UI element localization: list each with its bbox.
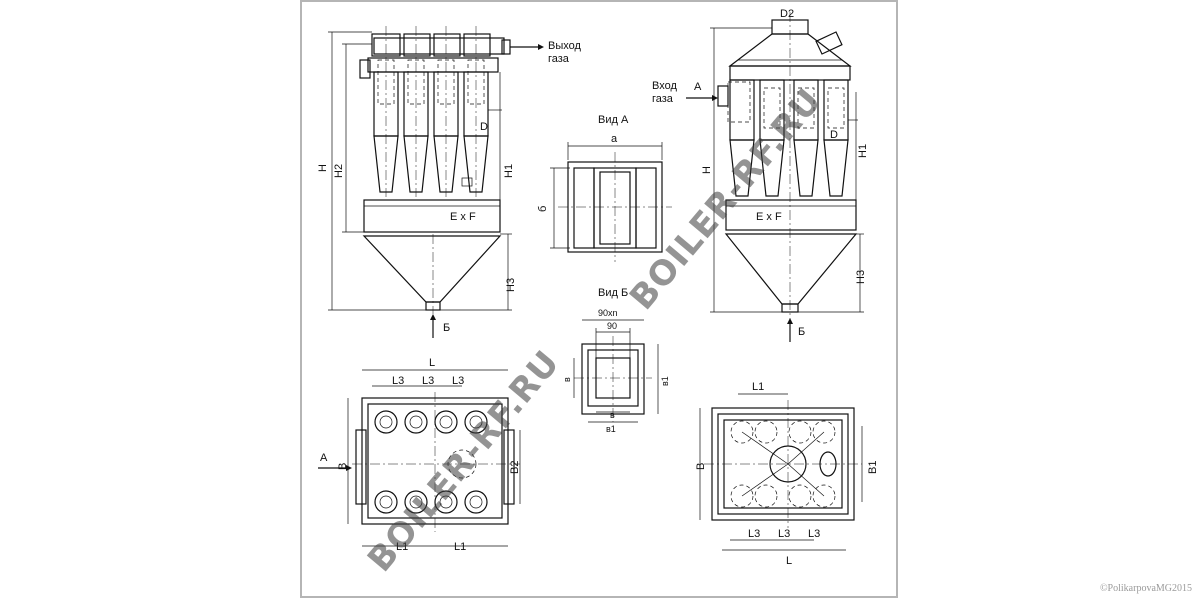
label-L3-left-2: L3 [422, 375, 434, 387]
label-B-right: B [695, 463, 707, 470]
label-gas-inlet-2: газа [652, 93, 674, 105]
cyclone-group-front-view [328, 26, 544, 338]
label-dim-v1-bottom: в1 [606, 424, 616, 434]
label-view-a: Вид А [598, 114, 629, 126]
label-gas-inlet-1: Вход [652, 80, 677, 92]
label-L3-right-3: L3 [808, 528, 820, 540]
label-L-right: L [786, 555, 792, 567]
label-arrow-b-left: Б [443, 322, 450, 334]
label-D-left: D [480, 121, 488, 133]
label-L3-right-2: L3 [778, 528, 790, 540]
label-D-right: D [830, 129, 838, 141]
view-a-drawing [550, 142, 672, 262]
label-H2-left: H2 [333, 164, 345, 178]
label-D2: D2 [780, 8, 794, 20]
label-H-left: H [317, 164, 329, 172]
label-L3-left-1: L3 [392, 375, 404, 387]
label-dim-v-left: в [562, 377, 572, 382]
cyclone-battery-side-view [686, 12, 864, 342]
label-ExF-left: E x F [450, 211, 476, 223]
label-arrow-a-left: А [320, 452, 328, 464]
label-H3-right: H3 [855, 270, 867, 284]
label-dim-90: 90 [607, 321, 617, 331]
label-L3-right-1: L3 [748, 528, 760, 540]
label-H3-left: H3 [505, 278, 517, 292]
cyclone-battery-plan-view [699, 393, 863, 551]
label-dim-b: б [537, 206, 549, 212]
label-L1-left-1: L1 [396, 541, 408, 553]
label-arrow-a-right: А [694, 81, 702, 93]
label-arrow-b-right: Б [798, 326, 805, 338]
technical-drawing: H H2 H1 H3 D E x F Выход газа Б Вид А а … [317, 8, 879, 567]
drawing-sheet: H H2 H1 H3 D E x F Выход газа Б Вид А а … [300, 0, 898, 598]
label-ExF-right: E x F [756, 211, 782, 223]
view-b-drawing [573, 319, 659, 423]
copyright-text: ©PolikarpovaMG2015 [1099, 583, 1192, 594]
label-dim-a: а [611, 133, 618, 145]
label-H1-right: H1 [857, 144, 869, 158]
cyclone-group-plan-view [318, 369, 521, 547]
label-view-b: Вид Б [598, 287, 628, 299]
label-dim-v1-right: в1 [660, 376, 670, 386]
label-L-left: L [429, 357, 435, 369]
label-L1-right: L1 [752, 381, 764, 393]
label-L1-left-2: L1 [454, 541, 466, 553]
label-L3-left-3: L3 [452, 375, 464, 387]
label-H-right: H [701, 166, 713, 174]
label-dim-90xn: 90xn [598, 308, 618, 318]
label-B2-left: B2 [509, 461, 521, 474]
label-H1-left: H1 [503, 164, 515, 178]
label-gas-outlet-2: газа [548, 53, 570, 65]
label-B1-right: B1 [867, 461, 879, 474]
label-gas-outlet-1: Выход [548, 40, 581, 52]
label-B-left: B [337, 463, 349, 470]
label-dim-v-bottom: в [610, 410, 615, 420]
